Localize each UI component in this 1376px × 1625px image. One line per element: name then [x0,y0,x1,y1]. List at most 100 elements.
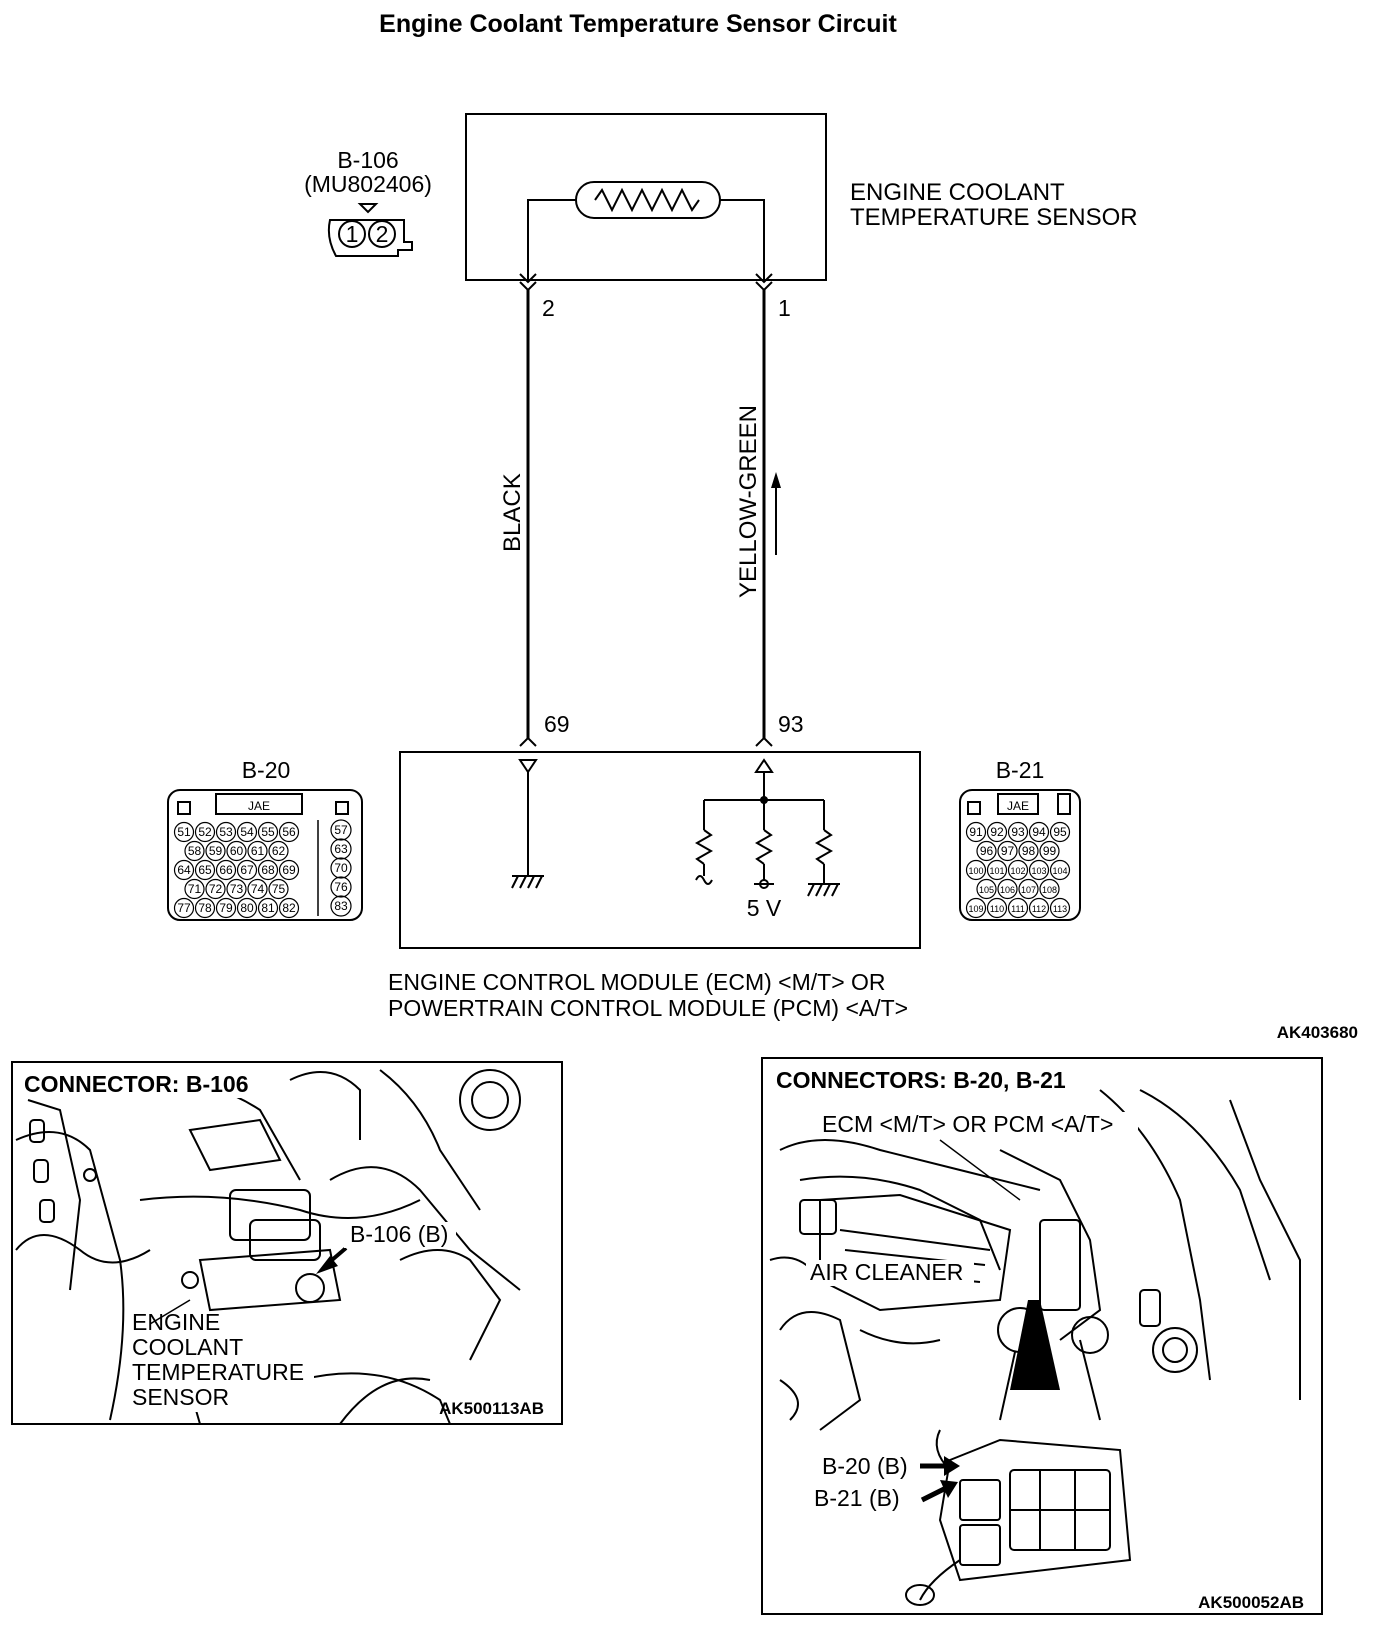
connector-pin-outline [194,859,216,881]
terminal-chevron-icon [519,736,537,747]
connector-pin-outline [257,859,279,881]
connector-pin-label: 71 [188,882,202,896]
connector-pin-label: 96 [980,844,994,858]
connector-pin-label: 55 [261,825,275,839]
ecm-terminal-left: 69 [544,711,570,737]
connector-pin-label: 106 [1000,885,1015,895]
panel-right-figure-code: AK500052AB [1198,1593,1304,1612]
wire-left-color: BLACK [499,473,526,552]
connector-pin-outline [986,821,1008,843]
resistor-icon [814,829,834,865]
connector-pin-outline [1007,859,1029,881]
resistor-icon [754,829,774,865]
connector-pin-label: 79 [219,901,233,915]
connector-pin-outline [976,878,997,900]
connector-pin-label: 66 [219,863,233,877]
connector-pin-label: 56 [282,825,296,839]
panel-right-air-cleaner-label: AIR CLEANER [810,1259,963,1285]
panel-right-callout-b21: B-21 (B) [814,1485,900,1511]
connector-pin-outline [184,878,205,900]
connector-pin-label: 64 [177,863,191,877]
connector-pin-outline [330,895,352,917]
panel-left-label-1: ENGINE [132,1309,220,1335]
connector-pin-outline [278,859,300,881]
connector-pin-label: 110 [990,904,1004,914]
connector-pin-outline [247,878,268,900]
connector-pin-outline [257,821,279,843]
connector-pin-label: 92 [990,825,1004,839]
connector-pin-label: 104 [1052,866,1067,876]
callout-arrow-icon [316,1246,348,1274]
connector-pin-outline [257,897,279,919]
resistor-zigzag-icon [594,187,700,213]
connector-pin-label: 83 [334,899,348,913]
panel-right-title: CONNECTORS: B-20, B-21 [776,1067,1066,1093]
ecm-supply-voltage: 5 V [747,895,782,921]
terminal-chevron-icon [755,273,773,284]
sensor-terminal-right: 1 [778,295,791,321]
figure-code-main: AK403680 [1277,1023,1358,1042]
connector-pin-outline [1049,897,1071,919]
b20-connector-id: B-20 [242,757,291,783]
b106-connector-face-icon [327,203,413,257]
connector-pin-label: 68 [261,863,275,877]
connector-pin-label: 97 [1001,844,1015,858]
connector-pin-outline [194,821,216,843]
terminal-chevron-icon [755,736,773,747]
connector-pin-label: 62 [272,844,286,858]
panel-left-title: CONNECTOR: B-106 [24,1071,249,1097]
ecm-label-line1: ENGINE CONTROL MODULE (ECM) <M/T> OR [388,969,886,995]
connector-pin-outline [1049,821,1071,843]
connector-pin-outline [215,859,237,881]
b21-connector-id: B-21 [996,757,1045,783]
connector-pin-label: 80 [240,901,254,915]
connector-pin-label: 95 [1053,825,1067,839]
connector-pin-label: 93 [1011,825,1025,839]
connector-pin-label: 57 [334,823,348,837]
panel-left-callout: B-106 (B) [350,1221,448,1247]
connector-pin-label: 60 [230,844,244,858]
connector-pin-label: 112 [1032,904,1046,914]
callout-arrow-b21-icon [920,1480,958,1503]
connector-pin-outline [1039,878,1060,900]
connector-pin-label: 105 [979,885,994,895]
current-direction-arrow-icon [771,472,781,555]
sensor-terminal-left: 2 [542,295,555,321]
connector-pin-outline [1018,878,1039,900]
connector-pin-label: 52 [198,825,212,839]
connector-pin-outline [236,821,258,843]
b106-pin-2: 2 [376,221,389,247]
connector-pin-label: 70 [334,861,348,875]
callout-arrow-b20-icon [920,1456,960,1476]
connector-pin-outline [1028,897,1050,919]
connector-pin-outline [205,840,226,862]
connector-pin-outline [997,878,1018,900]
connector-pin-outline [215,897,237,919]
connector-pin-label: 65 [198,863,212,877]
connector-pin-label: 94 [1032,825,1046,839]
connector-pin-label: 58 [188,844,202,858]
connector-pin-outline [1018,840,1039,862]
b20-maker: JAE [248,799,270,813]
sensor-box [465,113,827,292]
resistor-icon [694,829,714,865]
connector-pin-outline [268,878,289,900]
connector-pin-label: 111 [1011,904,1025,914]
wire-right-color: YELLOW-GREEN [735,405,762,598]
ecm-terminal-right: 93 [778,711,804,737]
connector-pin-label: 72 [209,882,223,896]
connector-pin-outline [194,897,216,919]
ground-icon [511,875,544,889]
connector-pin-label: 77 [177,901,191,915]
connector-pin-outline [986,859,1008,881]
connector-pin-label: 108 [1042,885,1057,895]
connector-pin-outline [1028,859,1050,881]
ground-icon [807,883,840,897]
connector-pin-outline [330,857,352,879]
connector-pin-outline [986,897,1008,919]
b106-pin-1: 1 [346,221,359,247]
panel-left-label-2: COOLANT [132,1334,243,1360]
